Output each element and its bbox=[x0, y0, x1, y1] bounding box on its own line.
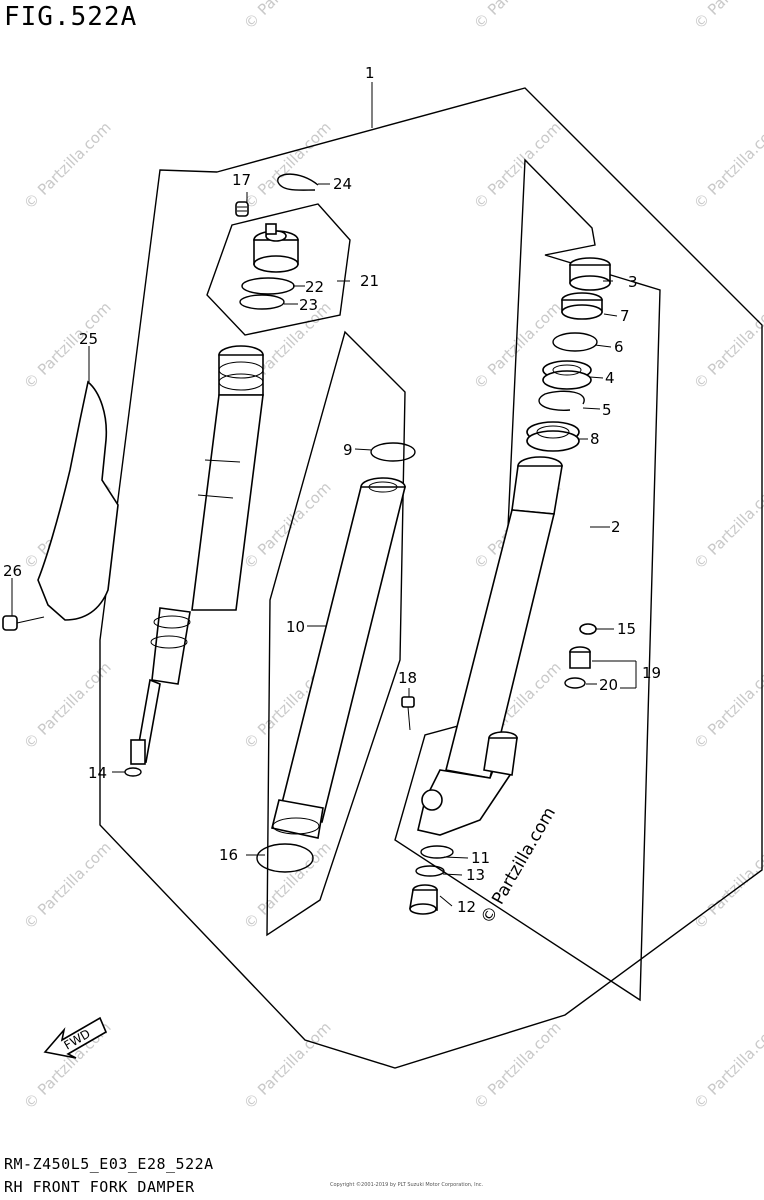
callout-11: 11 bbox=[471, 849, 490, 867]
svg-text:© Partzilla.com: © Partzilla.com bbox=[20, 298, 115, 393]
callout-4: 4 bbox=[605, 369, 615, 387]
callout-14: 14 bbox=[88, 764, 107, 782]
damper-cartridge bbox=[130, 345, 264, 765]
callout-3: 3 bbox=[628, 273, 638, 291]
part-18-bolt bbox=[401, 696, 415, 731]
part-12-base-valve bbox=[409, 884, 438, 915]
svg-text:© Partzilla.com: © Partzilla.com bbox=[470, 1018, 565, 1113]
part-4-oil-seal bbox=[542, 360, 592, 390]
svg-text:© Partzilla.com: © Partzilla.com bbox=[240, 838, 335, 933]
part-7-bushing bbox=[561, 292, 603, 320]
svg-text:© Partzilla.com: © Partzilla.com bbox=[470, 118, 565, 213]
part-20-o-ring bbox=[564, 677, 586, 689]
part-19-valve bbox=[569, 646, 591, 669]
svg-text:© Partzilla.com: © Partzilla.com bbox=[690, 298, 764, 393]
svg-text:© Partzilla.com: © Partzilla.com bbox=[240, 1018, 335, 1113]
part-25-guard bbox=[37, 380, 119, 621]
callout-17: 17 bbox=[232, 171, 251, 189]
part-2-inner-tube bbox=[417, 456, 563, 836]
svg-text:© Partzilla.com: © Partzilla.com bbox=[240, 118, 335, 213]
callout-20: 20 bbox=[599, 676, 618, 694]
svg-text:© Partzilla.com: © Partzilla.com bbox=[690, 0, 764, 33]
part-22-o-ring bbox=[241, 277, 295, 295]
callout-numbers: 1 2 3 4 5 6 7 8 9 10 11 12 13 14 15 16 1… bbox=[3, 64, 661, 916]
copyright-note: Copyright ©2001-2019 by PLT Suzuki Motor… bbox=[330, 1182, 484, 1188]
part-11-o-ring bbox=[420, 845, 454, 859]
figure-title: FIG.522A bbox=[4, 2, 138, 32]
callout-5: 5 bbox=[602, 401, 612, 419]
svg-text:© Partzilla.com: © Partzilla.com bbox=[20, 838, 115, 933]
part-5-stopper-ring bbox=[538, 390, 585, 411]
callout-26: 26 bbox=[3, 562, 22, 580]
part-6-washer bbox=[552, 332, 598, 352]
callout-8: 8 bbox=[590, 430, 600, 448]
svg-text:© Partzilla.com: © Partzilla.com bbox=[240, 478, 335, 573]
diagram-description: RH FRONT FORK DAMPER bbox=[4, 1178, 195, 1196]
callout-18: 18 bbox=[398, 669, 417, 687]
part-23-o-ring bbox=[239, 294, 285, 310]
svg-text:© Partzilla.com: © Partzilla.com bbox=[20, 118, 115, 213]
callout-23: 23 bbox=[299, 296, 318, 314]
callout-22: 22 bbox=[305, 278, 324, 296]
part-26-bolt bbox=[2, 615, 45, 631]
part-8-dust-seal bbox=[526, 421, 580, 452]
callout-21: 21 bbox=[360, 272, 379, 290]
callout-13: 13 bbox=[466, 866, 485, 884]
part-13-o-ring bbox=[415, 865, 445, 877]
part-14-washer bbox=[124, 767, 142, 777]
cap-assembly-outline bbox=[206, 203, 351, 336]
part-9-o-ring bbox=[370, 442, 416, 462]
part-17-bolt bbox=[235, 201, 249, 217]
svg-text:© Partzilla.com: © Partzilla.com bbox=[470, 0, 565, 33]
part-10-outer-tube bbox=[271, 477, 407, 839]
svg-text:© Partzilla.com: © Partzilla.com bbox=[690, 478, 764, 573]
part-3-bushing bbox=[569, 257, 611, 291]
part-24-circlip bbox=[277, 173, 319, 191]
callout-12: 12 bbox=[457, 898, 476, 916]
svg-text:© Partzilla.com: © Partzilla.com bbox=[690, 658, 764, 753]
svg-text:© Partzilla.com: © Partzilla.com bbox=[240, 0, 335, 33]
assembly-outline-10 bbox=[266, 330, 406, 937]
assembly-outline-1 bbox=[99, 87, 763, 1069]
callout-2: 2 bbox=[611, 518, 621, 536]
callout-24: 24 bbox=[333, 175, 352, 193]
leader-lines bbox=[11, 82, 637, 907]
svg-text:© Partzilla.com: © Partzilla.com bbox=[690, 118, 764, 213]
part-15-nut bbox=[579, 623, 597, 635]
diagram-code: RM-Z450L5_E03_E28_522A bbox=[4, 1155, 214, 1173]
part-21-cap bbox=[253, 223, 299, 273]
callout-16: 16 bbox=[219, 846, 238, 864]
callout-9: 9 bbox=[343, 441, 353, 459]
svg-text:© Partzilla.com: © Partzilla.com bbox=[690, 1018, 764, 1113]
callout-10: 10 bbox=[286, 618, 305, 636]
callout-15: 15 bbox=[617, 620, 636, 638]
callout-19: 19 bbox=[642, 664, 661, 682]
callout-7: 7 bbox=[620, 307, 630, 325]
callout-25: 25 bbox=[79, 330, 98, 348]
part-16-o-ring bbox=[256, 843, 314, 873]
callout-1: 1 bbox=[365, 64, 375, 82]
svg-text:© Partzilla.com: © Partzilla.com bbox=[690, 838, 764, 933]
callout-6: 6 bbox=[614, 338, 624, 356]
